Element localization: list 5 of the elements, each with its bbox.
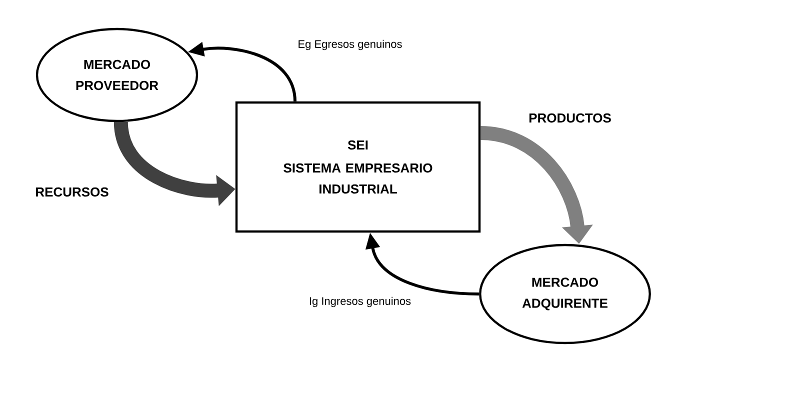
edge-label: Eg Egresos genuinos [298,40,402,50]
edge-label: RECURSOS [36,187,108,197]
edge-label: Ig Ingresos genuinos [310,296,411,308]
edge-label: PRODUCTOS [529,113,611,123]
system-box: SEI SISTEMA EMPRESARIO INDUSTRIAL [235,101,481,233]
